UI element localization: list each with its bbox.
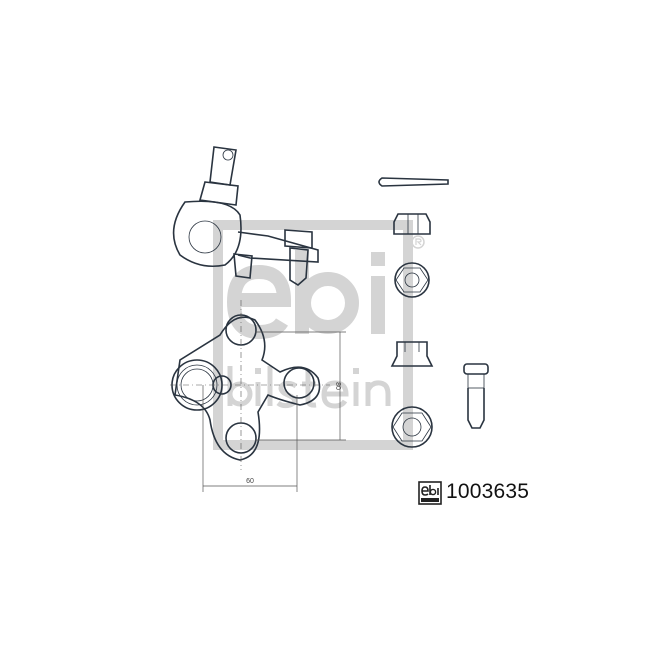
wheel-stud [463, 363, 489, 429]
ball-joint-side-view [172, 146, 319, 286]
castle-nut-top-view [391, 406, 433, 448]
cotter-pin [378, 177, 449, 187]
castle-nut-side-view [390, 341, 434, 367]
dimension-vertical: 80 [334, 382, 341, 390]
febi-watermark-logo [213, 220, 425, 450]
ball-joint-top-view [170, 300, 346, 492]
febi-logo [418, 481, 442, 505]
dimension-horizontal: 60 [246, 478, 254, 485]
nut-top-view [394, 262, 430, 298]
part-number: 1003635 [446, 480, 530, 503]
nut-side-view [393, 213, 431, 235]
